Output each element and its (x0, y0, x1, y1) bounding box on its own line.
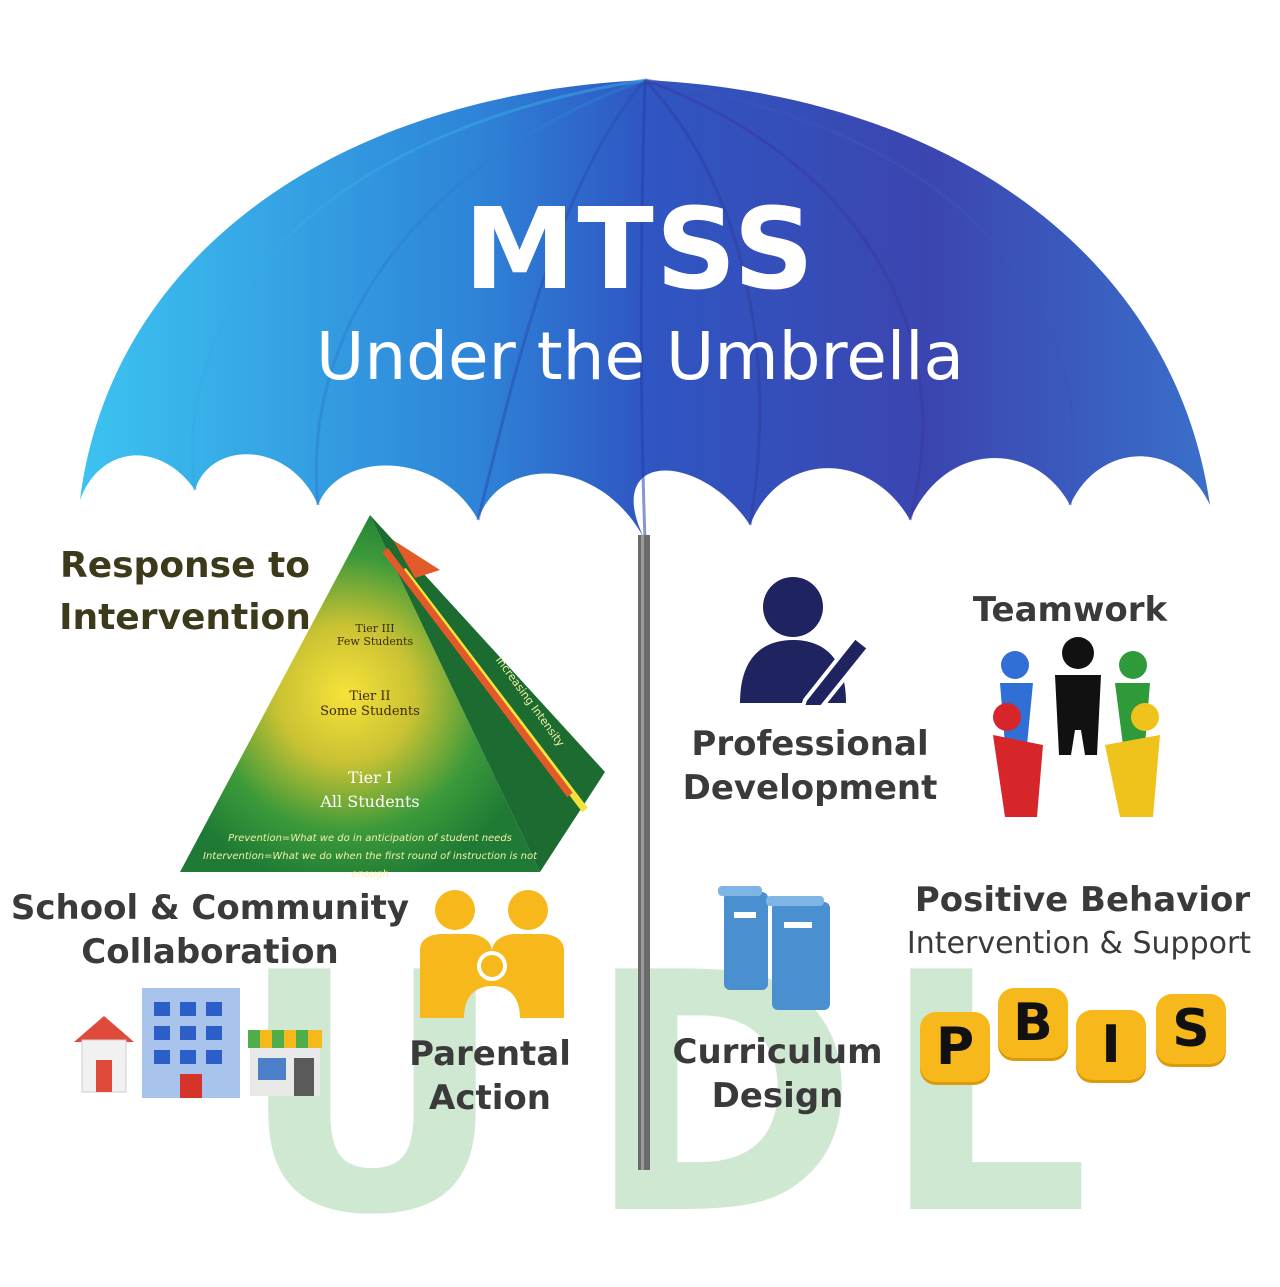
rti-label-line1: Response to (59, 545, 310, 586)
pbis-letter-b: B (998, 988, 1068, 1058)
tier2-label: Tier II Some Students (320, 689, 420, 719)
rti-label: Response to Intervention (40, 540, 330, 644)
umbrella-canopy (80, 78, 1210, 541)
pbis-letter-i: I (1076, 1010, 1146, 1080)
pbis-letter-p: P (920, 1012, 990, 1082)
parental-action-icon (420, 890, 564, 1018)
parental-action-label: Parental Action (409, 1034, 571, 1118)
mtss-umbrella-diagram: U D L MTSS Under the Umbrella (10, 78, 1252, 1260)
pyramid-footer: Prevention=What we do in anticipation of… (203, 833, 537, 880)
teamwork-icon (993, 637, 1160, 817)
rti-label-line2: Intervention (59, 597, 311, 638)
rti-pyramid (180, 515, 605, 872)
curriculum-design-label: Curriculum Design (672, 1032, 883, 1116)
pbis-letter-s: S (1156, 994, 1226, 1064)
school-community-label: School & Community Collaboration (10, 888, 410, 972)
school-community-icon (74, 988, 322, 1098)
page-subtitle: Under the Umbrella (316, 318, 964, 395)
teamwork-label: Teamwork (972, 590, 1168, 630)
professional-development-icon (740, 577, 872, 705)
tier1-label: Tier I All Students (320, 768, 420, 811)
udl-letter-l: L (880, 903, 1091, 1287)
curriculum-design-icon (718, 886, 830, 1010)
pbis-title: Positive Behavior (914, 880, 1251, 920)
professional-development-label: Professional Development (682, 724, 938, 808)
tier3-label: Tier III Few Students (336, 622, 414, 648)
pbis-subtitle: Intervention & Support (906, 926, 1252, 961)
page-title: MTSS (463, 185, 817, 315)
umbrella-graphic (80, 78, 1210, 1170)
